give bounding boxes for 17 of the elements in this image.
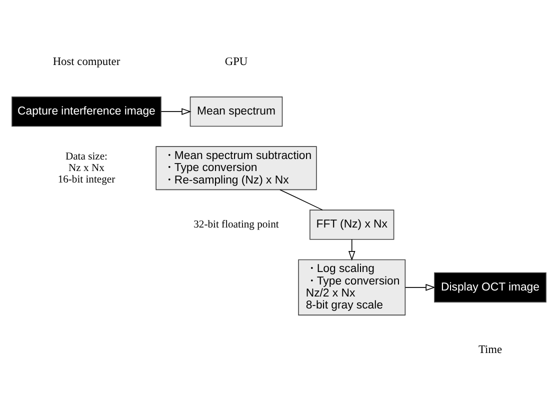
node-label: 16-bit integer xyxy=(58,174,116,186)
node-box: ・Mean spectrum subtraction ・Type conversion ・Re-sampling (Nz) x Nx xyxy=(156,146,317,190)
label: Time xyxy=(478,344,502,356)
arrow xyxy=(404,284,436,291)
node-label: Data size: xyxy=(65,152,108,163)
arrow xyxy=(348,238,356,261)
label: GPU xyxy=(224,56,248,68)
node-box: ・Log scaling ・Type conversion Nz/2 x Nx 8-bit gray scale xyxy=(298,259,406,316)
label: Host computer xyxy=(52,56,120,68)
connector xyxy=(280,189,323,210)
node-label: Nz x Nx xyxy=(68,162,104,174)
node-label: 32-bit floating point xyxy=(194,219,279,230)
arrow xyxy=(160,108,192,115)
node-box: Display OCT image xyxy=(434,272,546,302)
node-box: Capture interference image xyxy=(12,96,162,127)
node-box: FFT (Nz) x Nx xyxy=(310,210,394,240)
node-box: Mean spectrum xyxy=(190,96,283,127)
